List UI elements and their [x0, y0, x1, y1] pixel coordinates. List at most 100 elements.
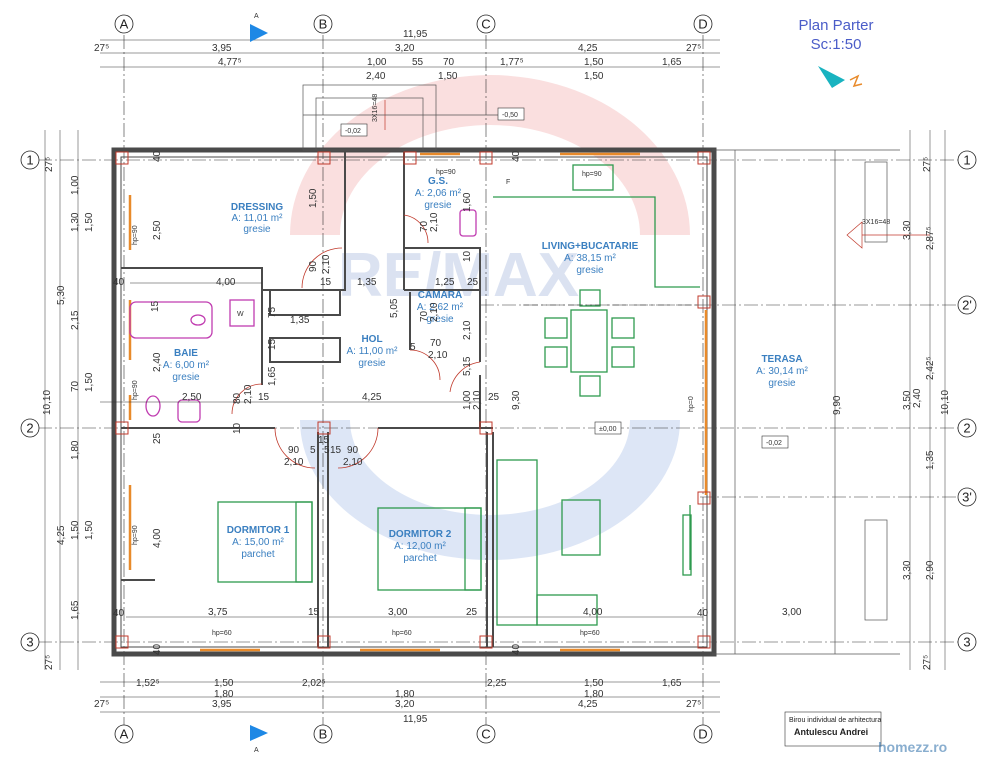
idim-400-a: 4,00	[216, 277, 236, 288]
axis-label-3-left: 3	[26, 635, 33, 650]
dim-right-a-6: 27⁵	[922, 655, 933, 670]
dim-right-a-1: 3,30	[902, 220, 913, 240]
dim-left-c-0: 5,30	[56, 285, 67, 305]
dim-top-r3-0: 4,77⁵	[218, 57, 242, 68]
dim-left-a-1: 1,00	[70, 175, 81, 195]
dim-left-b-0: 1,50	[84, 212, 95, 232]
dim-left-b-2: 1,50	[84, 520, 95, 540]
idim-400-b: 4,00	[152, 528, 163, 548]
stamp-line2: Antulescu Andrei	[794, 727, 868, 737]
idim-70-b: 70	[419, 310, 430, 322]
axis-label-d-bottom: D	[698, 727, 707, 742]
idim-75: 75	[267, 306, 278, 318]
idim-15-c: 15	[267, 338, 278, 350]
dim-right-b-1: 2,40	[912, 388, 923, 408]
room-camara-area: A: 2,62 m²	[417, 302, 464, 313]
idim-210-b: 2,10	[429, 212, 440, 232]
idim-5-b: 5	[310, 445, 316, 456]
dim-top-r2-1: 3,95	[212, 43, 232, 54]
idim-250-b: 2,50	[182, 392, 202, 403]
dim-top-r2-4: 27⁵	[686, 43, 701, 54]
idim-210-d: 2,10	[462, 320, 473, 340]
dim-bottom-r3-2: 3,20	[395, 699, 415, 710]
dim-right-a-4: 1,35	[925, 450, 936, 470]
room-dormitor2-floor: parchet	[403, 553, 437, 564]
dim-left-a-8: 27⁵	[44, 655, 55, 670]
dim-left-a-5: 1,80	[70, 440, 81, 460]
idim-300-b: 3,00	[782, 607, 802, 618]
dim-left-a-4: 70	[70, 380, 81, 392]
axis-markers	[20, 14, 977, 744]
room-terasa-name: TERASA	[761, 354, 802, 365]
stamp-line1: Birou individual de arhitectura	[789, 717, 881, 724]
dim-bottom-r2-2: 1,80	[584, 689, 604, 700]
room-baie-area: A: 6,00 m²	[163, 360, 210, 371]
left-dimensions: 27⁵ 1,00 1,30 2,15 70 1,80 1,50 1,65 27⁵…	[42, 157, 95, 670]
room-camara-name: CAMARA	[418, 290, 462, 301]
room-dormitor2-name: DORMITOR 2	[389, 529, 452, 540]
homezz-watermark: homezz.ro	[878, 739, 947, 755]
right-dimensions: 27⁵ 3,30 2,87⁵ 2,42⁵ 1,35 2,90 27⁵ 3,50 …	[832, 157, 951, 670]
washer-label: W	[237, 311, 244, 318]
room-dressing-floor: gresie	[243, 224, 271, 235]
idim-70-c: 70	[430, 338, 442, 349]
idim-505: 5,05	[389, 298, 400, 318]
dim-top-r4-0: 2,40	[366, 71, 386, 82]
idim-40-e: 40	[113, 277, 125, 288]
idim-90-b: 90	[288, 445, 300, 456]
dim-bottom-total: 11,95	[403, 714, 428, 725]
remax-watermark-text: RE/MAX	[338, 241, 579, 310]
dim-top-r3-6: 1,65	[662, 57, 682, 68]
dim-right-a-2: 2,87⁵	[925, 226, 936, 250]
stair-label-right: 3X16=48	[862, 219, 890, 226]
idim-5-c: 5	[324, 445, 330, 456]
idim-300-a: 3,00	[388, 607, 408, 618]
idim-210-e: 2,10	[428, 350, 448, 361]
furniture	[217, 164, 700, 626]
stair-label-top: 3X16=48	[372, 94, 379, 122]
level-d: -0,02	[766, 440, 782, 447]
dim-left-total: 10,10	[42, 390, 53, 415]
dim-right-a-3: 2,42⁵	[925, 356, 936, 380]
room-baie-floor: gresie	[172, 372, 200, 383]
plan-title: Plan Parter	[798, 17, 873, 34]
dim-bottom-r1-1: 1,50	[214, 678, 234, 689]
room-camara-floor: gresie	[426, 314, 454, 325]
dim-left-a-2: 1,30	[70, 212, 81, 232]
room-gs-name: G.S.	[428, 176, 448, 187]
dim-left-b-1: 1,50	[84, 372, 95, 392]
dim-top-r3-2: 55	[412, 57, 424, 68]
room-living-area: A: 38,15 m²	[564, 253, 616, 264]
idim-40-c: 40	[152, 643, 163, 655]
idim-40-d: 40	[511, 643, 522, 655]
room-baie-name: BAIE	[174, 348, 198, 359]
idim-10-b: 10	[232, 422, 243, 434]
dim-bottom-r1-4: 1,50	[584, 678, 604, 689]
idim-10-a: 10	[462, 250, 473, 262]
dim-top-r3-4: 1,77⁵	[500, 57, 524, 68]
terrace-outline	[712, 149, 930, 655]
idim-25-a: 25	[467, 277, 479, 288]
room-gs-area: A: 2,06 m²	[415, 188, 462, 199]
room-hol-name: HOL	[361, 334, 382, 345]
dim-right-c: 9,90	[832, 395, 843, 415]
idim-5-a: 5	[410, 342, 416, 353]
idim-25-b: 25	[488, 392, 500, 403]
idim-930: 9,30	[511, 390, 522, 410]
idim-80: 80	[232, 392, 243, 404]
structural-columns	[115, 151, 711, 649]
room-hol-area: A: 11,00 m²	[347, 346, 399, 357]
level-b: -0,50	[502, 112, 518, 119]
plan-scale: Sc:1:50	[811, 36, 862, 53]
section-a-top: A	[254, 13, 259, 20]
dim-bottom-r3-4: 27⁵	[686, 699, 701, 710]
idim-135-b: 1,35	[290, 315, 310, 326]
room-dormitor1-name: DORMITOR 1	[227, 525, 290, 536]
dim-right-total: 10,10	[940, 390, 951, 415]
idim-210-a: 2,10	[321, 254, 332, 274]
dim-right-a-0: 27⁵	[922, 157, 933, 172]
dim-top-r2-0: 27⁵	[94, 43, 109, 54]
axis-label-2-left: 2	[26, 421, 33, 436]
room-living-floor: gresie	[576, 265, 604, 276]
